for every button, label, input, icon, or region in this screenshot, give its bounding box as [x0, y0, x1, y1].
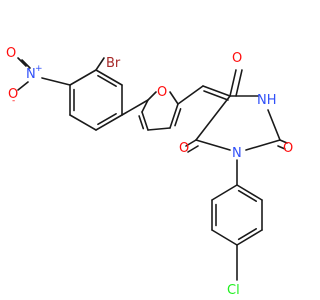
- bond-furan-c3-c2: [141, 111, 149, 131]
- bond-clphenyl-5: [211, 184, 238, 201]
- atom-n-ring: N: [232, 146, 242, 161]
- bond-aryl-4: [69, 114, 97, 131]
- bond-n-o-top-double: [21, 59, 31, 69]
- bond-furan-o-c5: [169, 91, 179, 105]
- bond-c6-o-left-double: [187, 145, 199, 153]
- bond-furan-d1-inner: [174, 108, 182, 127]
- bond-c-nitro: [41, 77, 71, 86]
- atom-o-furan: O: [157, 85, 167, 100]
- bond-n-o-bottom: [17, 81, 29, 91]
- bond-furan-c4-c3: [147, 127, 171, 131]
- bond-clphenyl-d1-inner: [237, 189, 257, 202]
- bond-c2-n1: [245, 139, 281, 151]
- bond-aryl-3: [95, 114, 123, 131]
- bond-c2-o-right-double: [277, 145, 286, 150]
- atom-nitro-n: N: [26, 67, 36, 82]
- atom-o-left: O: [179, 141, 189, 156]
- bond-c4-o-top-double: [235, 69, 243, 97]
- bond-furan-d2-inner: [138, 115, 145, 130]
- atom-nh: NH: [257, 93, 277, 108]
- bond-aryl-d2-inner: [97, 112, 117, 126]
- atom-nitro-o-top: O: [6, 46, 16, 61]
- atom-nitro-o-bottom: O: [8, 87, 18, 102]
- bond-furan-c2: [141, 99, 149, 113]
- atom-cl: Cl: [227, 283, 240, 298]
- bond-methine-c5: [202, 85, 231, 97]
- bond-furan-c2-o: [147, 91, 157, 101]
- atom-o-right: O: [283, 141, 293, 156]
- atom-o-top: O: [232, 51, 242, 66]
- bond-clphenyl-d2-inner: [237, 228, 257, 241]
- charge-minus: -: [12, 96, 15, 106]
- bond-c6-o-left: [185, 139, 197, 147]
- bond-aryl-furan: [121, 99, 149, 116]
- bond-c2-o-right: [279, 139, 288, 144]
- charge-plus: +: [35, 64, 43, 74]
- bond-aryl-d1-inner: [97, 74, 117, 88]
- bond-nh-c2: [267, 109, 281, 141]
- bond-furan-methine: [177, 85, 204, 105]
- bond-c-br: [95, 57, 105, 71]
- bond-aryl-0: [69, 69, 97, 86]
- atom-br: Br: [106, 56, 121, 71]
- bond-n-o-top: [17, 57, 27, 67]
- bond-aryl-1: [95, 69, 123, 86]
- bond-layer: [17, 57, 288, 281]
- bond-c4-o-top: [229, 69, 237, 97]
- bond-clphenyl-3: [211, 229, 238, 246]
- atom-label-layer: Br O O NH O N O Cl N + O O -: [6, 46, 293, 298]
- bond-clphenyl-0: [236, 184, 263, 201]
- bond-c6-c5: [195, 95, 231, 141]
- bond-n1-c6: [195, 139, 231, 151]
- bond-furan-c5-c4: [169, 103, 179, 129]
- bond-clphenyl-2: [236, 229, 263, 246]
- bond-methine-c5-double: [203, 90, 229, 101]
- structure-diagram: Br O O NH O N O Cl N + O O -: [6, 46, 293, 298]
- molecule-canvas: Br O O NH O N O Cl N + O O -: [6, 46, 294, 298]
